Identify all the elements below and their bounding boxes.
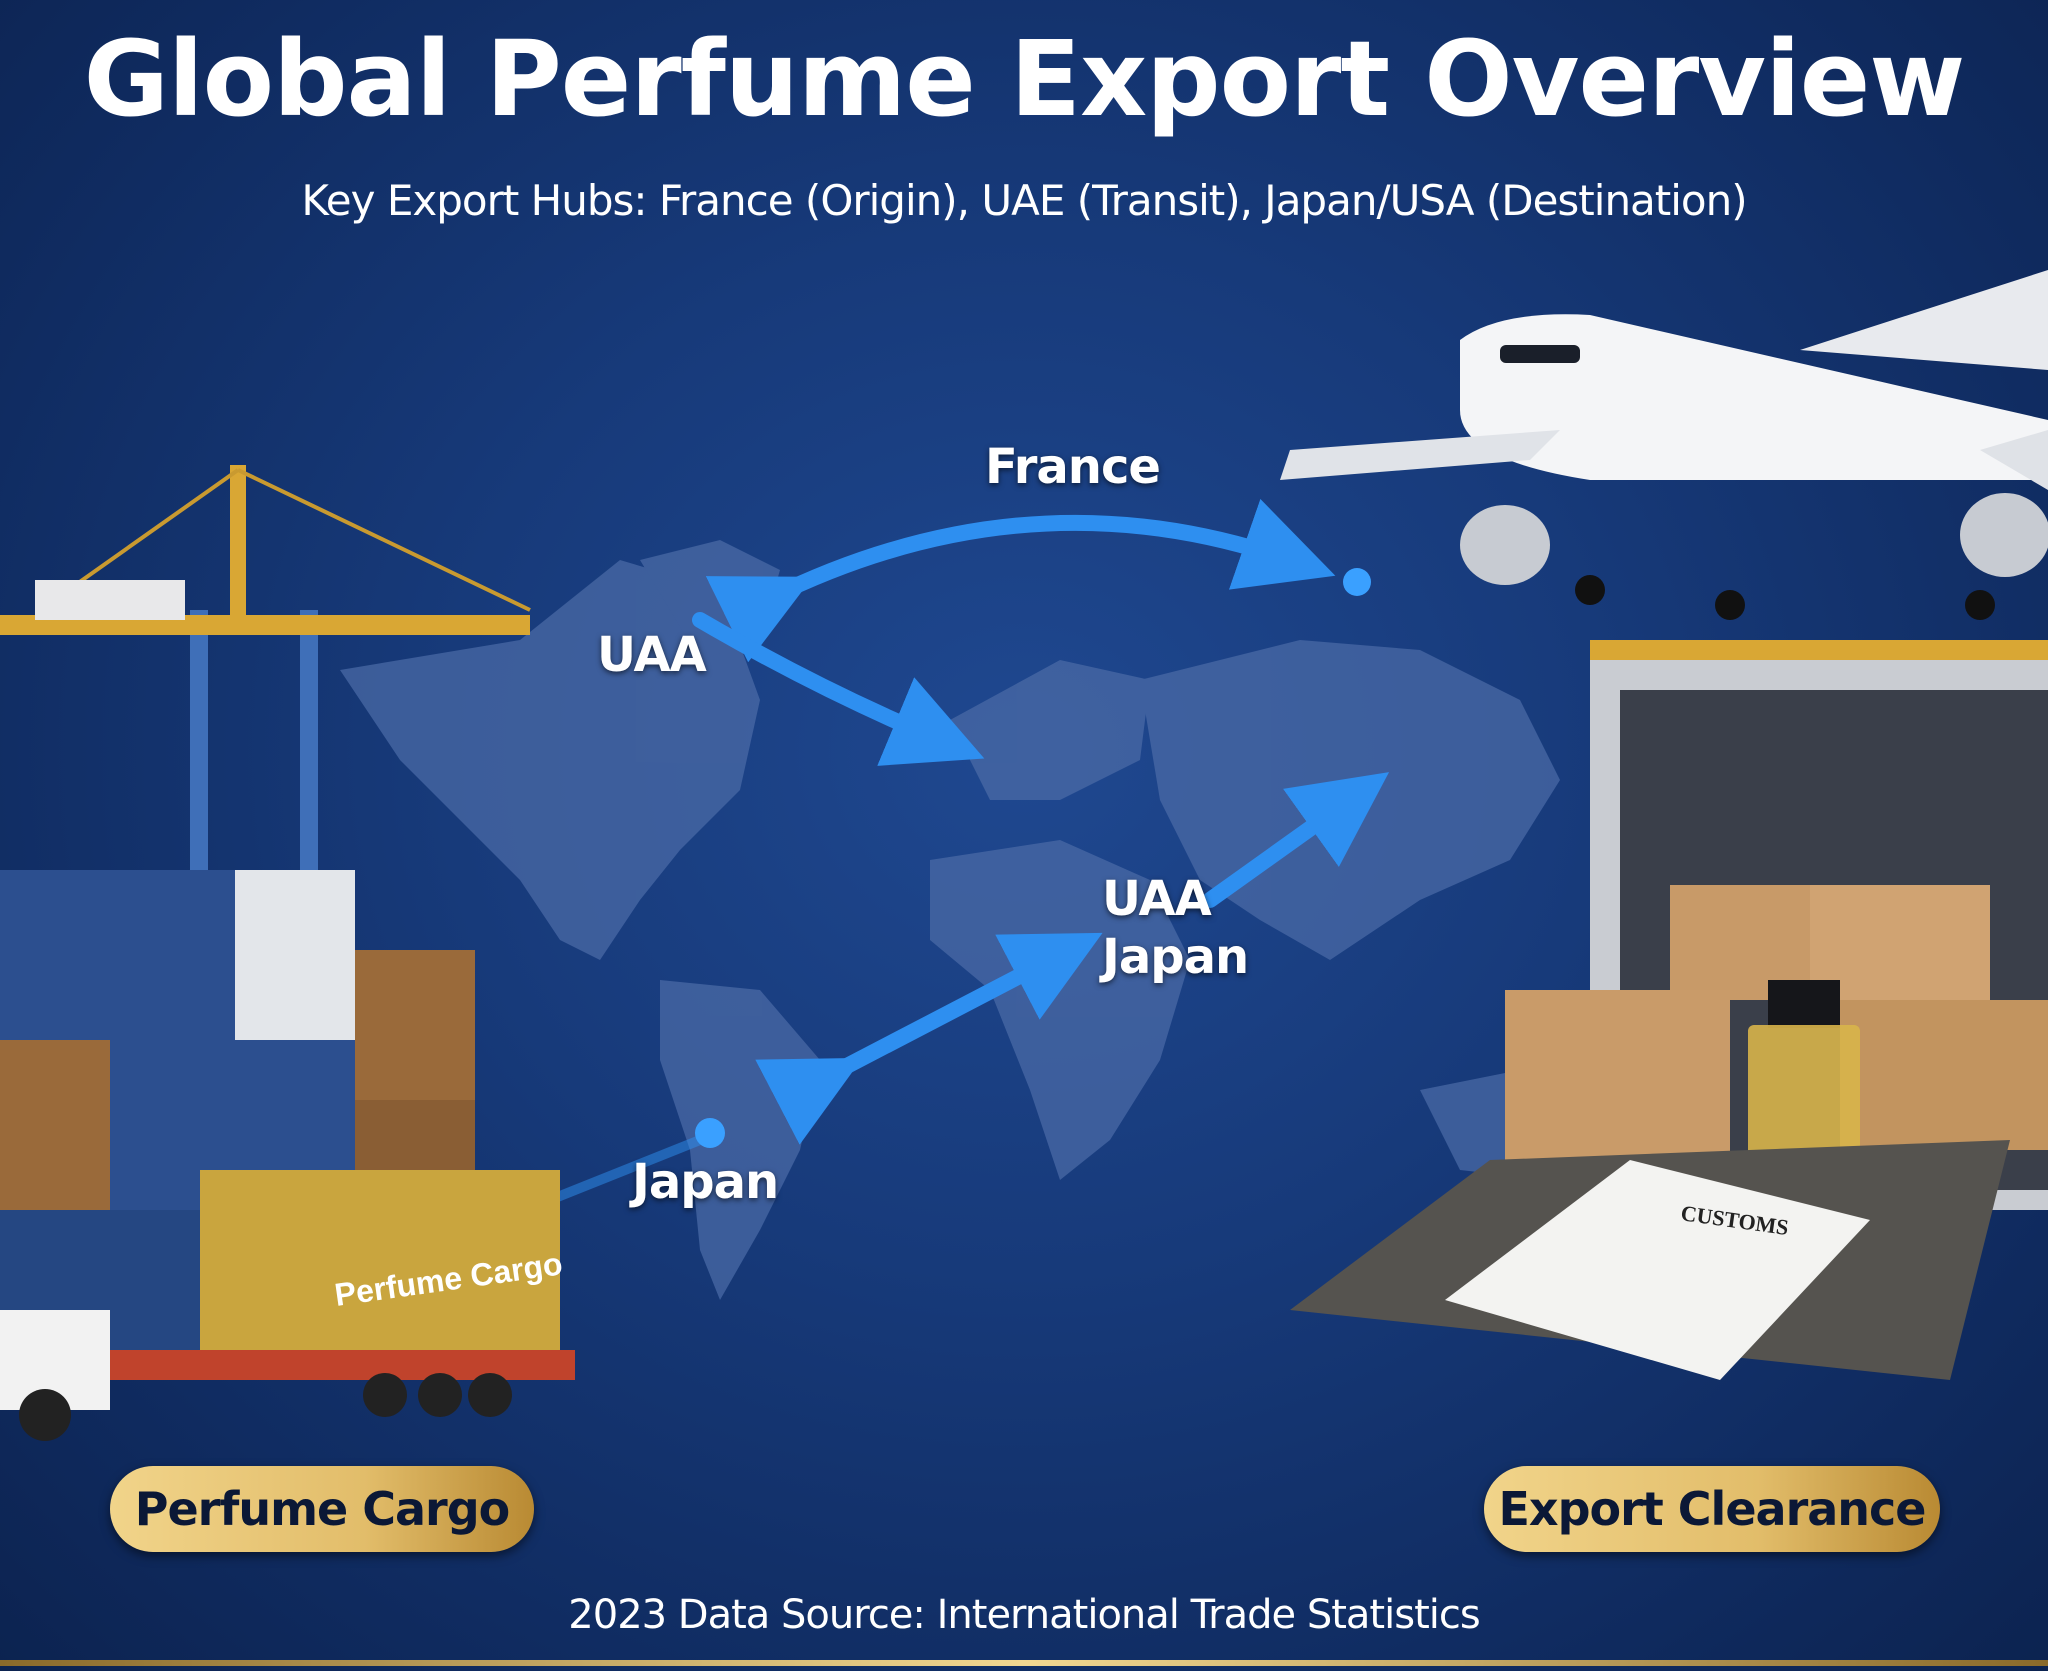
delivery-truck-illustration: CUSTOMS <box>1290 640 2048 1380</box>
route-trail <box>545 1135 705 1205</box>
perfume-cargo-container <box>200 1170 560 1360</box>
customs-document: CUSTOMS <box>1445 1160 1870 1380</box>
route-arrows <box>545 498 1390 1205</box>
route-dot-france <box>1343 568 1371 596</box>
bottom-gold-divider <box>0 1660 2048 1666</box>
map-label-japan-mid: Japan <box>1102 929 1249 985</box>
map-label-uaa-top: UAA <box>597 627 707 683</box>
arrow-uaa-europe <box>692 612 985 766</box>
arrow-france-uaa <box>705 498 1336 663</box>
map-label-uaa-mid: UAA <box>1102 871 1212 927</box>
truck-trailer <box>100 1350 575 1380</box>
map-label-france: France <box>985 439 1161 495</box>
arrow-japan-uaa <box>755 932 1103 1145</box>
route-dot-japan <box>695 1118 725 1148</box>
shipping-boxes <box>1505 885 2048 1170</box>
arrow-uaa-asia <box>1202 772 1390 908</box>
port-cargo-illustration: Perfume Cargo <box>0 465 575 1441</box>
page-subtitle: Key Export Hubs: France (Origin), UAE (T… <box>301 176 1747 225</box>
data-source-footer: 2023 Data Source: International Trade St… <box>568 1592 1480 1638</box>
perfume-cargo-badge: Perfume Cargo <box>110 1466 534 1552</box>
truck-wheels <box>19 1373 512 1441</box>
export-clearance-badge: Export Clearance <box>1484 1466 1940 1552</box>
airplane-icon <box>1280 270 2048 620</box>
map-label-japan-bottom: Japan <box>632 1154 779 1210</box>
container-stack <box>0 870 475 1360</box>
perfume-bottle-icon <box>1748 980 1860 1160</box>
page-title: Global Perfume Export Overview <box>83 18 1966 140</box>
